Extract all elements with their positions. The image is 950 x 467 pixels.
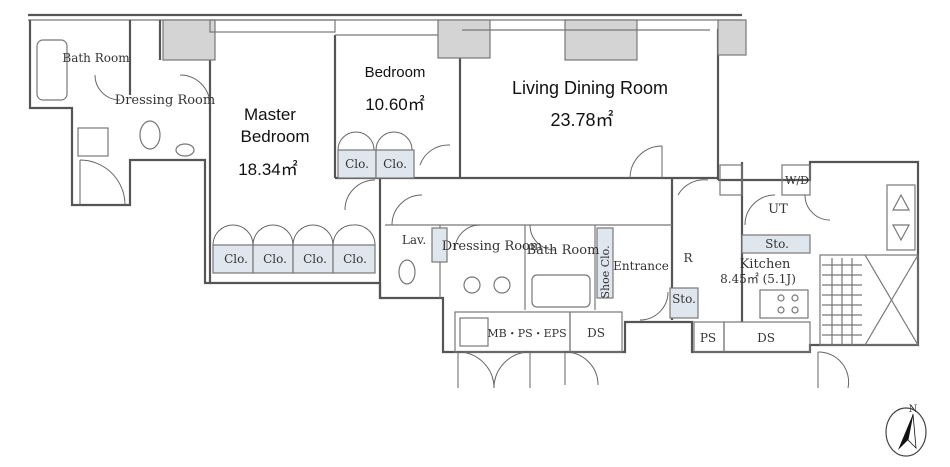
shafts [454,311,811,353]
kitchen-area: 8.45㎡ (5.1J) [720,272,796,286]
ps-right-label: PS [700,331,716,345]
master-bedroom-area: 18.34㎡ [238,160,298,179]
wd-label: W/D [785,174,809,187]
entrance-storage-label: Sto. [672,292,696,306]
compass-needle-icon [898,414,913,450]
mb-ps-eps-label: MB・PS・EPS [487,327,566,340]
bedroom-closet-label: Clo. [383,157,407,171]
stair-treads [822,258,862,345]
master-bedroom-name-2: Bedroom [241,127,310,146]
columns [162,19,747,61]
master-closet-label: Clo. [343,252,367,266]
living-dining-name: Living Dining Room [512,78,668,98]
left-bath-label: Bath Room [62,51,130,65]
kitchen-name: Kitchen [740,257,791,272]
center-wet-area [385,194,672,321]
left-dressing-label: Dressing Room [115,93,215,108]
ut-label: UT [768,202,788,217]
master-closet-label: Clo. [263,252,287,266]
shoe-closet-label: Shoe Clo. [599,245,612,298]
compass-north-label: N [909,404,918,415]
master-closet-label: Clo. [303,252,327,266]
center-dressing-label: Dressing Room [442,239,542,254]
bedroom-closets [337,131,451,179]
compass-ring [885,407,927,457]
balcony-line [28,13,742,21]
refrigerator-label: R [683,251,693,265]
bedroom-closet-label: Clo. [345,157,369,171]
living-dining-area: 23.78㎡ [550,109,613,130]
left-bath-area [36,39,211,206]
bedroom-name: Bedroom [365,64,426,81]
master-closet-label: Clo. [224,252,248,266]
lav-label: Lav. [402,233,426,247]
kitchen-storage-label: Sto. [765,237,789,251]
living-doors [462,29,710,196]
entrance-label: Entrance [613,259,669,273]
ds-center-label: DS [587,326,605,340]
master-bedroom-name-1: Master [244,105,296,124]
north-compass: N [885,404,927,457]
kitchen-area [669,164,919,346]
center-bath-label: Bath Room [527,243,600,258]
ds-right-label: DS [757,331,775,345]
bottom-exterior-doors [457,351,850,389]
bedroom-area: 10.60㎡ [365,95,425,114]
master-closets [212,179,376,274]
